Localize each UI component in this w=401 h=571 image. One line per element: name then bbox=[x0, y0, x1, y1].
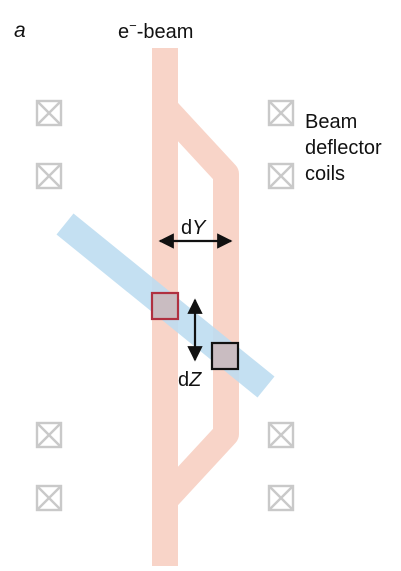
coils-label: Beam deflector coils bbox=[305, 111, 387, 185]
coil-bottom-left-2 bbox=[35, 484, 63, 512]
coil-top-right-1 bbox=[267, 99, 295, 127]
coil-top-left-2 bbox=[35, 162, 63, 190]
coils-label-line-2: deflector bbox=[305, 137, 382, 159]
coils-label-line-3: coils bbox=[305, 163, 345, 185]
coil-bottom-right-1 bbox=[267, 421, 295, 449]
dY-label: dY bbox=[181, 217, 207, 239]
coil-top-left-1 bbox=[35, 99, 63, 127]
interaction-marker-deflected bbox=[210, 341, 240, 371]
beam-deflected-path bbox=[155, 99, 239, 509]
coils-label-line-1: Beam bbox=[305, 111, 357, 133]
coil-top-right-2 bbox=[267, 162, 295, 190]
coil-bottom-right-2 bbox=[267, 484, 295, 512]
interaction-marker-straight bbox=[150, 291, 180, 321]
beam-label: e−-beam bbox=[118, 18, 193, 43]
coil-bottom-left-1 bbox=[35, 421, 63, 449]
panel-label: a bbox=[14, 19, 26, 42]
dZ-label: dZ bbox=[178, 369, 202, 391]
